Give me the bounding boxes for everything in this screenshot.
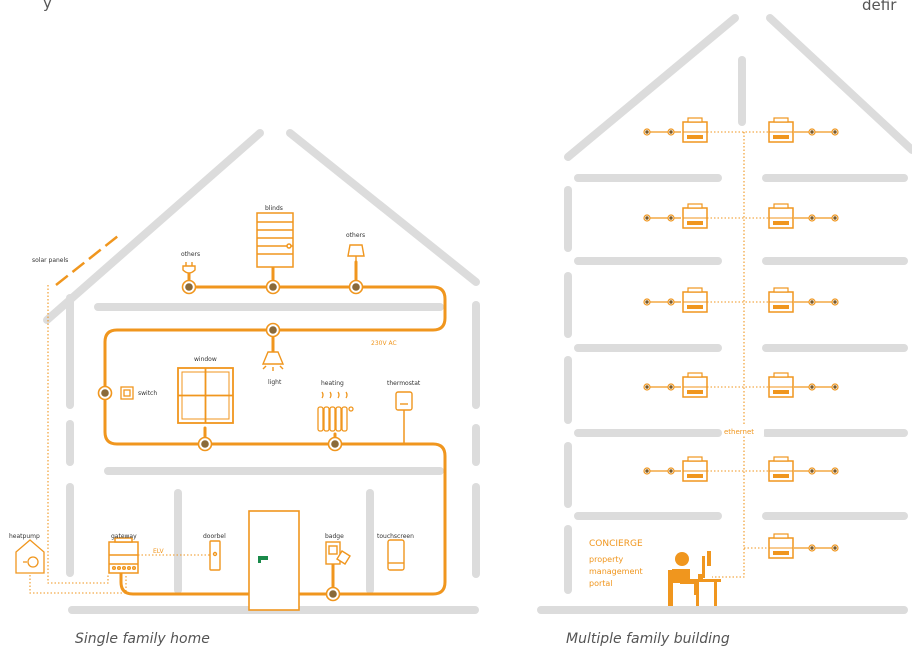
plug-icon [182,262,196,274]
ethernet-backbone [707,131,781,578]
label-solar-panels: solar panels [32,257,68,264]
label-light: light [268,379,282,386]
heating-icon [317,391,354,432]
label-ethernet: ethernet [724,428,754,436]
blinds-icon [256,212,294,268]
label-touchscreen: touchscreen [377,533,414,540]
label-others-right: others [346,232,365,239]
concierge-line-3: portal [589,579,613,588]
concierge-line-2: management [589,567,643,576]
label-doorbel: doorbel [203,533,226,540]
badge-reader-icon [325,541,351,565]
caption-multiple-family-building: Multiple family building [566,631,730,647]
label-heatpump: heatpump [9,533,40,540]
single-family-home: solar panels others blinds others 230V A… [9,129,480,614]
caption-single-family-home: Single family home [75,631,210,647]
concierge-workstation-icon [668,551,721,606]
single-home-labels: solar panels others blinds others 230V A… [9,205,421,555]
lamp-icon [347,244,365,262]
switch-icon [120,386,134,400]
label-thermostat: thermostat [387,380,421,387]
heatpump-icon [15,539,45,574]
house-outline-right [537,14,912,614]
concierge-text: CONCIERGE property management portal [589,539,643,588]
dotted-links [29,285,210,594]
module-heating [327,436,343,452]
label-heating: heating [321,380,344,387]
ethernet-label-bg [722,426,764,436]
module-badge [325,586,341,602]
module-light [265,322,281,338]
touchscreen-icon [387,539,405,571]
top-text-fragment-left: y [43,0,52,12]
label-badge: badge [325,533,344,540]
module-window [197,436,213,452]
apartment-device-nodes [643,128,839,552]
thermostat-icon [395,391,413,411]
light-icon [261,351,285,371]
apartment-modules [682,117,794,559]
label-blinds: blinds [265,205,283,212]
module-switch [97,385,113,401]
label-window: window [194,356,217,363]
label-elv: ELV [153,548,164,555]
label-voltage: 230V AC [371,340,397,347]
gateway-icon [108,537,139,574]
label-others-left: others [181,251,200,258]
module-blinds [265,279,281,295]
concierge-line-1: property [589,555,624,564]
top-text-fragment-right: defir [862,0,897,14]
concierge-title: CONCIERGE [589,539,643,549]
module-others-right [348,279,364,295]
doorbell-icon [209,540,221,571]
module-others-left [181,279,197,295]
solar-panels-icon [55,235,119,286]
label-switch: switch [138,390,157,397]
apartment-device-chains [647,131,835,549]
label-gateway: gateway [111,533,137,540]
front-door-icon [248,510,300,611]
window-icon [177,367,234,424]
multiple-family-building: ethernet CONCIERGE property management p… [537,14,912,614]
